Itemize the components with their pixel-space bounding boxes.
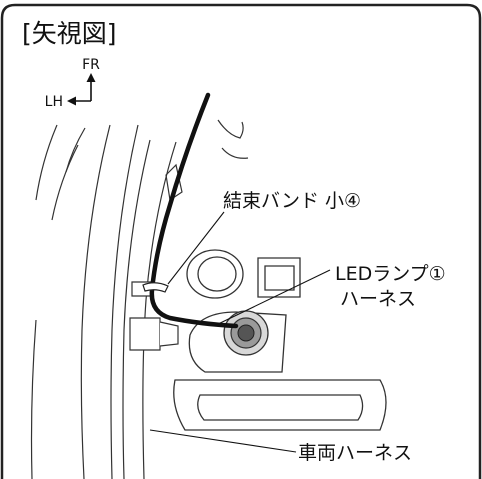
panel-line	[35, 124, 58, 201]
trim-line	[221, 147, 249, 159]
pillar-edge	[142, 141, 177, 479]
trim-clip	[165, 163, 183, 202]
forward-arrowhead	[86, 73, 96, 82]
band-leader	[167, 211, 225, 285]
body-panel-lines	[30, 124, 177, 479]
orientation-indicator: FR LH	[45, 57, 100, 110]
panel-line	[65, 127, 86, 173]
clip-body	[129, 317, 161, 351]
trim-line	[217, 119, 244, 139]
view-title: [矢視図]	[22, 19, 117, 48]
led-leader	[213, 269, 331, 327]
round-lamp-inner	[197, 256, 237, 292]
panel-line	[51, 144, 79, 221]
vehicle-harness-label: 車両ハーネス	[298, 442, 412, 464]
left-label: LH	[45, 94, 63, 110]
led-lamp-grommet	[223, 310, 269, 356]
grommet-core	[237, 324, 255, 342]
pillar-edge	[122, 139, 151, 479]
forward-label: FR	[82, 57, 100, 73]
round-lamp	[186, 249, 244, 299]
led-harness-wire	[149, 92, 239, 329]
lower-socket-inner	[197, 394, 364, 421]
side-socket	[257, 257, 301, 298]
lower-socket	[173, 379, 387, 431]
harness-clip	[129, 281, 179, 351]
left-arrowhead	[67, 96, 76, 106]
band-label: 結束バンド 小④	[223, 190, 361, 212]
panel-line	[30, 319, 37, 479]
side-socket-inner	[264, 265, 295, 291]
led-label-line2: ハーネス	[340, 288, 416, 310]
leader-lines	[149, 211, 331, 453]
upper-trim	[165, 119, 249, 202]
clip-tab	[159, 321, 179, 347]
led-label-line1: LEDランプ①	[335, 263, 446, 285]
vehicle-harness-leader	[149, 429, 297, 453]
frame-border	[0, 3, 482, 479]
pillar-edge	[110, 124, 139, 479]
pillar-edge	[80, 124, 111, 479]
cable-tie	[142, 282, 169, 293]
